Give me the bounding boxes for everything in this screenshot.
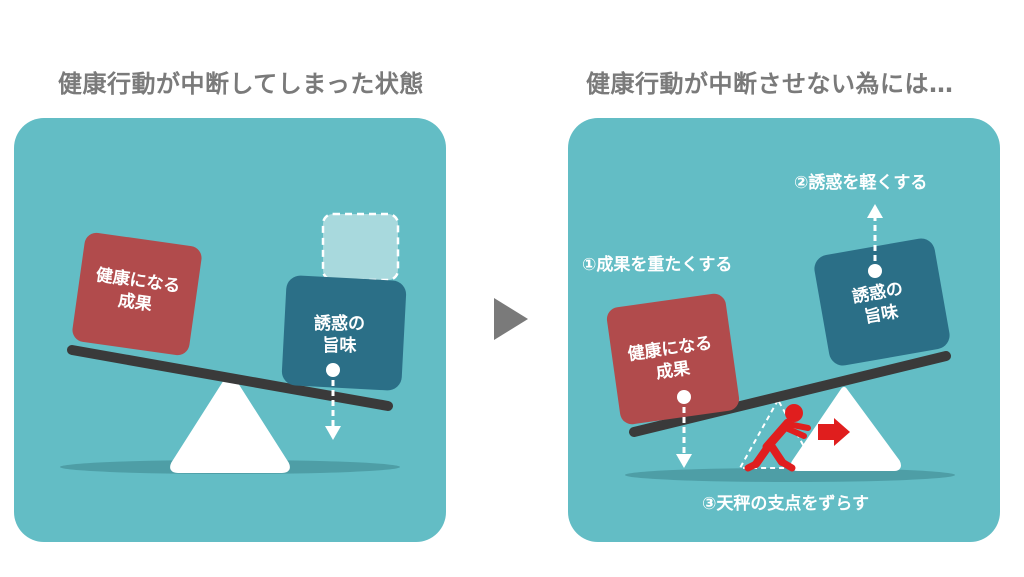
temptation-weight-point <box>868 264 882 278</box>
step2-label: ②誘惑を軽くする <box>794 173 928 193</box>
temptation-block-line2: 旨味 <box>322 336 357 356</box>
seesaw-beam <box>629 351 951 437</box>
ground-shadow <box>625 468 955 482</box>
right-panel-title: 健康行動が中断させない為には… <box>586 70 954 98</box>
left-panel: 健康になる 成果 誘惑の 旨味 <box>14 118 446 542</box>
seesaw-beam <box>67 345 393 411</box>
down-arrow-head <box>325 426 341 440</box>
health-result-block <box>72 232 202 356</box>
temptation-block-label: 誘惑の 旨味 <box>314 313 365 357</box>
step1-label: ①成果を重たくする <box>582 255 733 275</box>
temptation-block-line1: 誘惑の <box>314 314 365 334</box>
left-seesaw-diagram <box>60 212 407 474</box>
health-result-block <box>606 293 740 425</box>
left-panel-title: 健康行動が中断してしまった状態 <box>58 70 424 98</box>
red-right-arrow-icon <box>818 418 850 446</box>
right-seesaw-diagram <box>606 204 955 482</box>
weight-point <box>326 363 340 377</box>
right-panel: 健康になる 成果 誘惑の 旨味 ①成果を重たくする ②誘惑を軽くする ③天秤の支… <box>568 118 1000 542</box>
transition-arrow-icon <box>494 298 528 340</box>
down-arrow-head <box>676 454 692 468</box>
person-pushing-icon <box>744 404 811 472</box>
up-arrow-head <box>867 204 883 218</box>
health-weight-point <box>677 390 691 404</box>
step3-label: ③天秤の支点をずらす <box>702 494 870 514</box>
temptation-block <box>281 275 407 391</box>
temptation-block-label: 誘惑の 旨味 <box>851 278 909 330</box>
fulcrum <box>170 373 290 473</box>
temptation-ghost-block <box>321 212 400 282</box>
temptation-block <box>814 238 950 366</box>
